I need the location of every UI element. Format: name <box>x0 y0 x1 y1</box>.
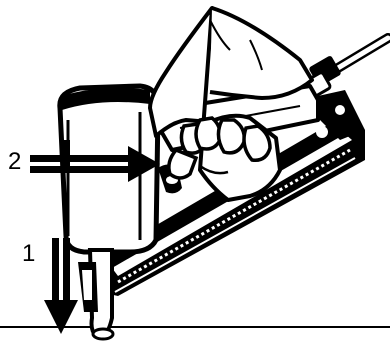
step-2-label: 2 <box>8 150 21 174</box>
down-arrow-icon <box>44 238 78 334</box>
step-1-label: 1 <box>22 242 35 266</box>
